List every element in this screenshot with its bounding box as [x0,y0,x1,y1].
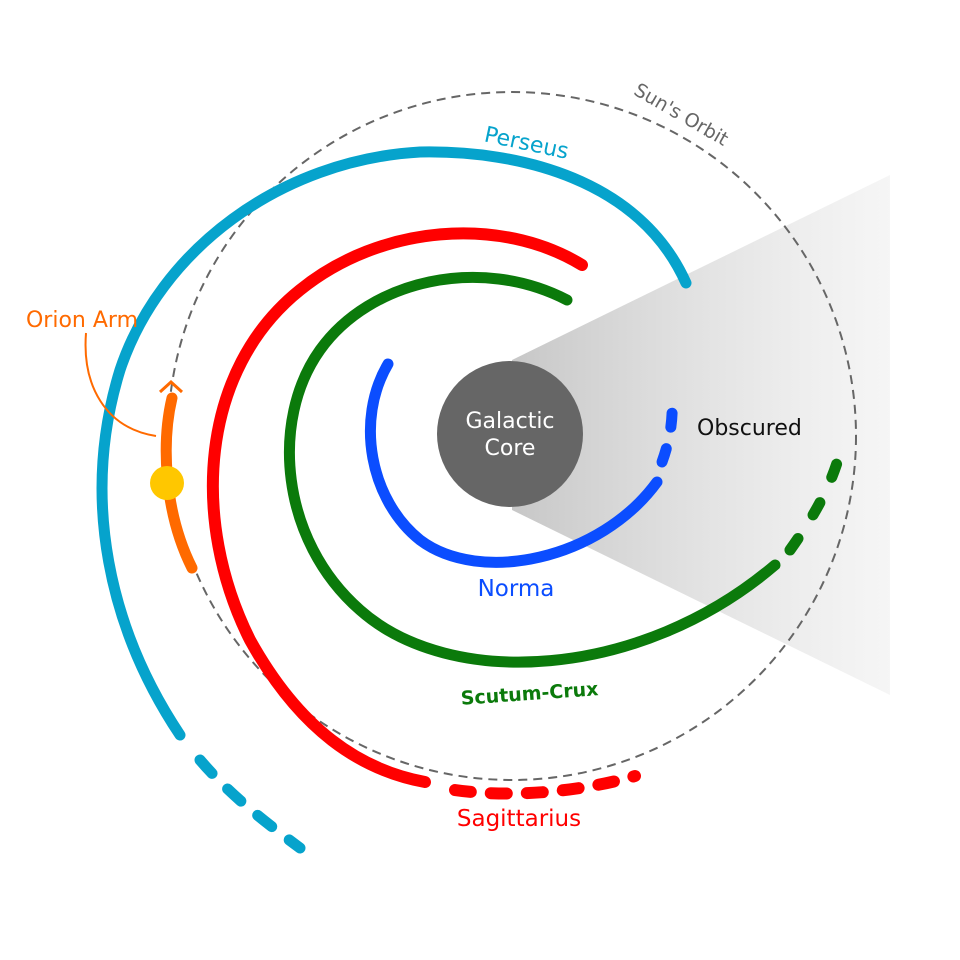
sagittarius-arm-dashed [449,770,641,800]
sagittarius-arm [207,227,588,788]
obscured-region [512,175,890,695]
orion-arrow-icon [158,379,184,394]
orion-leader-line [84,332,157,437]
sagittarius-label: Sagittarius [457,806,581,832]
galactic-core [437,361,583,507]
perseus-arm-dashed [194,754,306,854]
norma-arm-dashed [656,394,678,468]
scutum-crux-label: Scutum-Crux [460,678,599,710]
sun-marker [150,466,184,500]
norma-label: Norma [478,576,555,602]
core-label-line1: Galactic [465,409,554,434]
orion-label: Orion Arm [26,308,138,333]
obscured-label: Obscured [697,416,802,441]
core-label-line2: Core [485,436,536,461]
scutum-crux-arm-dashed [784,434,849,556]
norma-arm [365,358,663,568]
scutum-crux-arm [283,271,781,668]
perseus-arm [96,146,692,741]
sun-orbit-label: Sun's Orbit [630,79,732,150]
